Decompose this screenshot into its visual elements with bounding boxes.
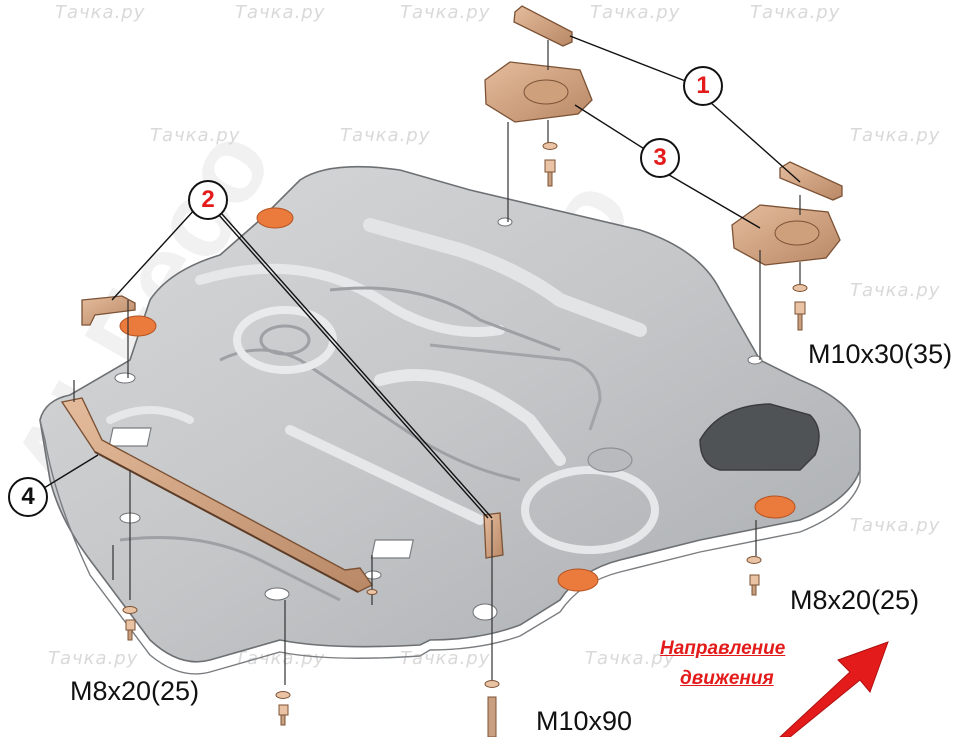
text-watermark: Тачка.ру [340, 125, 431, 146]
bracket-1 [513, 5, 843, 201]
direction-label-line1: Направление [660, 638, 786, 659]
callout-1: 1 [683, 66, 723, 106]
bolt-label-m8x20-left: M8x20(25) [70, 676, 200, 706]
bolt-m10x30 [542, 142, 808, 331]
text-watermark: Тачка.ру [150, 125, 241, 146]
callout-3: 3 [640, 138, 680, 178]
text-watermark: Тачка.ру [590, 2, 681, 23]
text-watermark: Тачка.ру [585, 648, 676, 669]
text-watermark: Тачка.ру [850, 515, 941, 536]
text-watermark: Тачка.ру [235, 648, 326, 669]
text-watermark: Тачка.ру [850, 280, 941, 301]
bolt-label-m10x90: M10x90 [536, 706, 633, 736]
text-watermark: Тачка.ру [400, 648, 491, 669]
skid-plate [39, 165, 861, 675]
callout-4: 4 [8, 477, 48, 517]
bracket-4 [60, 397, 374, 593]
text-watermark: Тачка.ру [400, 2, 491, 23]
assembly-lines [73, 40, 801, 685]
bolt-m8x20-right [746, 556, 762, 596]
text-watermark: Тачка.ру [48, 648, 139, 669]
text-watermark: Тачка.ру [235, 2, 326, 23]
bracket-2 [81, 295, 504, 559]
callout-2: 2 [188, 180, 228, 220]
direction-label-line2: движения [680, 668, 774, 689]
bolt-label-m8x20-right: M8x20(25) [790, 585, 920, 615]
bolt-m8x20-left [122, 589, 378, 726]
text-watermark: Тачка.ру [55, 2, 146, 23]
text-watermark: Тачка.ру [850, 125, 941, 146]
bolt-m10x90 [484, 680, 500, 737]
text-watermark: Тачка.ру [750, 2, 841, 23]
bracket-3 [484, 61, 841, 266]
direction-arrow [779, 641, 889, 737]
bolt-label-m10x30: M10x30(35) [808, 339, 953, 369]
callout-leaders [43, 35, 801, 519]
